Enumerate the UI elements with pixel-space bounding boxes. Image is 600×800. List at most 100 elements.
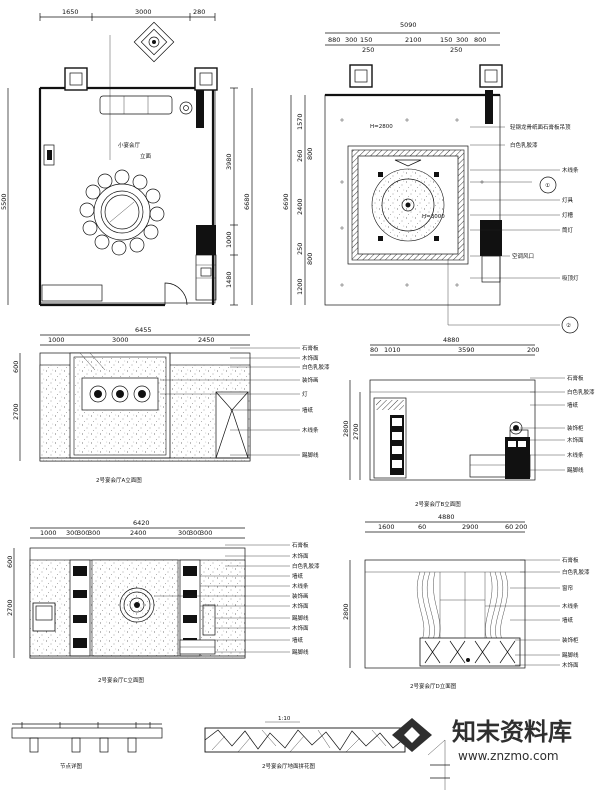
elev-d-overall: 4880 xyxy=(438,513,455,521)
elev-c-height-1: 600 xyxy=(6,556,14,568)
elev-b-note-3: 墙纸 xyxy=(567,401,579,409)
floor-plan: 1650 3000 280 小宴会厅 立面 xyxy=(0,8,253,307)
ceiling-dim-2: 300 xyxy=(345,36,357,44)
ceiling-callout-4: 灯具 xyxy=(562,196,574,204)
ceiling-callout-3: 木线条 xyxy=(562,166,579,174)
plan-room-sublabel: 立面 xyxy=(140,152,152,160)
diamond-ornament xyxy=(133,21,175,63)
elev-c-dim-7: 300 xyxy=(189,529,201,537)
ceiling-dim-7: 800 xyxy=(474,36,486,44)
elev-c-note-11: 踢脚线 xyxy=(292,648,309,656)
elev-b-note-2: 白色乳胶漆 xyxy=(567,388,595,396)
ceiling-callout-8: 吸顶灯 xyxy=(562,274,579,282)
elev-b-note-5: 木饰面 xyxy=(567,436,584,444)
watermark-title: 知末资料库 xyxy=(452,718,572,746)
elev-c-note-4: 墙纸 xyxy=(292,572,304,580)
elev-d-note-4: 木线条 xyxy=(562,602,579,610)
elev-a-note-2: 木饰面 xyxy=(302,354,319,362)
ceiling-callout-7: 空调风口 xyxy=(512,252,534,260)
plan-room-outline xyxy=(39,87,216,304)
elev-d-dim-5: 200 xyxy=(515,523,527,531)
elev-c-note-3: 白色乳胶漆 xyxy=(292,562,320,570)
ceiling-plan: 5090 880 300 150 2100 150 300 800 250 25… xyxy=(282,21,579,334)
detail-3 xyxy=(427,739,450,790)
elev-c-dim-1: 1000 xyxy=(40,529,57,537)
detail-2: 1:10 2号宴会厅地面拼花图 xyxy=(204,716,406,770)
detail-1-caption: 节点详图 xyxy=(60,762,83,770)
ceiling-callout-2: 白色乳胶漆 xyxy=(510,141,538,149)
elev-b-dim-1: 80 xyxy=(370,346,378,354)
elev-d-note-7: 踢脚线 xyxy=(562,651,579,659)
elev-c-dim-5: 2400 xyxy=(130,529,147,537)
elev-b-note-7: 踢脚线 xyxy=(567,466,584,474)
ceiling-dim-5: 150 xyxy=(440,36,452,44)
elev-a-note-4: 装饰画 xyxy=(302,376,319,384)
elev-c-medallion xyxy=(119,587,155,623)
ceiling-dim-8: 250 xyxy=(362,46,374,54)
watermark-url: www.znzmo.com xyxy=(458,749,559,763)
ceiling-callout-1: 轻钢龙骨纸面石膏板吊顶 xyxy=(510,123,571,131)
ceiling-dim-3: 150 xyxy=(360,36,372,44)
plan-cabinet xyxy=(196,225,216,255)
elev-c-height-2: 2700 xyxy=(6,599,14,616)
elev-c-dim-8: 300 xyxy=(200,529,212,537)
ceiling-dim-4: 2100 xyxy=(405,36,422,44)
detail-2-stone-pattern xyxy=(204,727,406,753)
elev-a-note-3: 白色乳胶漆 xyxy=(302,363,330,371)
elevation-a: 6455 1000 3000 2450 600 2700 石膏板 木饰面 白色乳… xyxy=(12,326,330,484)
elev-d-height-1: 2800 xyxy=(342,603,350,620)
elev-d-note-6: 装饰柜 xyxy=(562,636,579,644)
plan-dim-right-2: 1000 xyxy=(225,231,233,248)
elev-c-note-8: 踢脚线 xyxy=(292,614,309,622)
ceiling-dim-left-2: 260 xyxy=(296,150,304,162)
elev-a-dim-2: 3000 xyxy=(112,336,129,344)
elev-c-dim-2: 300 xyxy=(66,529,78,537)
elev-a-height-2: 2700 xyxy=(12,403,20,420)
elev-a-dim-1: 1000 xyxy=(48,336,65,344)
ceiling-callout-5: 灯槽 xyxy=(562,211,574,219)
plan-dim-right-1: 3980 xyxy=(225,153,233,170)
elev-c-caption: 2号宴会厅C立面图 xyxy=(98,676,144,684)
elev-a-note-1: 石膏板 xyxy=(302,344,319,352)
elevation-c: 6420 1000 300 300 300 2400 300 300 300 6… xyxy=(6,519,320,684)
elev-c-note-9: 木饰面 xyxy=(292,624,309,632)
elev-d-dim-2: 60 xyxy=(418,523,426,531)
elevation-b: 4880 80 1010 3590 200 2800 2700 石膏板 白色乳胶… xyxy=(342,336,595,508)
elev-a-overall: 6455 xyxy=(135,326,152,334)
ceiling-dim-overall: 5090 xyxy=(400,21,417,29)
elev-d-cabinet xyxy=(419,637,521,667)
elev-a-note-5: 灯 xyxy=(302,390,308,398)
elev-d-note-5: 墙纸 xyxy=(562,616,574,624)
elev-d-note-3: 窗帘 xyxy=(562,584,574,592)
elev-c-note-10: 墙纸 xyxy=(292,636,304,644)
plan-dim-right-3: 1480 xyxy=(225,271,233,288)
plan-dim-left: 5500 xyxy=(0,193,8,210)
ceiling-dim-6: 300 xyxy=(456,36,468,44)
elev-c-dim-4: 300 xyxy=(88,529,100,537)
elev-c-note-2: 木饰面 xyxy=(292,552,309,560)
ceiling-dim-9: 250 xyxy=(450,46,462,54)
sofa xyxy=(99,95,173,115)
elev-c-note-1: 石膏板 xyxy=(292,541,309,549)
elev-a-note-8: 踢脚线 xyxy=(302,451,319,459)
round-dining-table xyxy=(79,169,165,256)
elev-d-note-2: 白色乳胶漆 xyxy=(562,568,590,576)
ceiling-height-mark: H=2800 xyxy=(370,124,393,130)
plan-dim-top-1: 1650 xyxy=(62,8,79,16)
ceiling-dim-left-3: 800 xyxy=(306,148,314,160)
elev-d-caption: 2号宴会厅D立面图 xyxy=(410,682,457,690)
ceiling-dim-1: 880 xyxy=(328,36,340,44)
elev-b-note-1: 石膏板 xyxy=(567,374,584,382)
elev-c-note-7: 木饰面 xyxy=(292,602,309,610)
elev-a-dim-3: 2450 xyxy=(198,336,215,344)
section-symbol-1: ① xyxy=(545,183,550,189)
elev-b-height-2: 2700 xyxy=(352,423,360,440)
ceiling-dim-left-7: 1200 xyxy=(296,278,304,295)
elev-b-height-1: 2800 xyxy=(342,420,350,437)
elev-b-dim-4: 200 xyxy=(527,346,539,354)
watermark: 知末资料库 www.znzmo.com xyxy=(392,718,572,763)
ceiling-dim-left-6: 800 xyxy=(306,253,314,265)
ceiling-dim-left-1: 1570 xyxy=(296,113,304,130)
plan-dim-top-3: 280 xyxy=(193,8,205,16)
